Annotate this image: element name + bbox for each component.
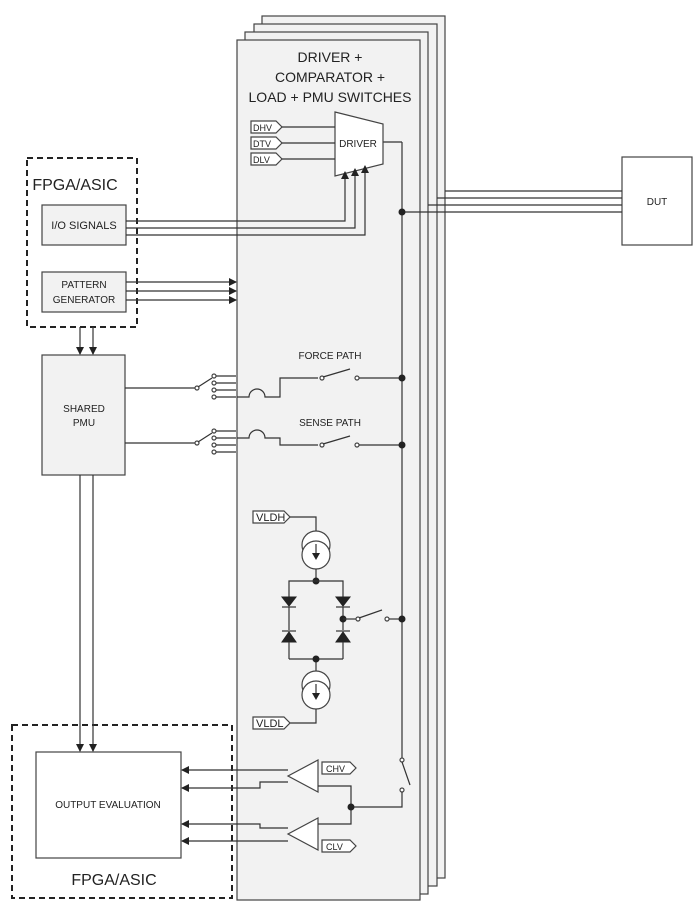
force-path-label: FORCE PATH — [299, 351, 362, 362]
dtv-tag — [250, 136, 283, 150]
shared-pmu-box — [41, 354, 126, 476]
clv-tag — [321, 839, 357, 853]
comparator-switch — [351, 757, 411, 808]
vldl-label: VLDL — [256, 718, 284, 730]
channel-card-1 — [236, 39, 421, 901]
pmu-force-switch — [125, 373, 236, 400]
diode-bridge — [280, 580, 352, 660]
io-signals-box — [41, 204, 127, 246]
dut-label: DUT — [647, 197, 668, 208]
shared-pmu-label-1: SHARED — [63, 404, 105, 415]
comparator-junction — [347, 803, 355, 811]
driver-block-title-1: DRIVER + — [298, 49, 363, 65]
force-path-wire — [237, 368, 406, 398]
driver-label: DRIVER — [339, 139, 377, 150]
dhv-tag — [250, 120, 283, 134]
dlv-label: DLV — [253, 155, 270, 165]
output-evaluation-label: OUTPUT EVALUATION — [55, 800, 161, 811]
vldl-tag — [252, 716, 291, 730]
vldh-label: VLDH — [256, 512, 285, 524]
io-signal-lines — [126, 165, 369, 236]
load-switch — [343, 609, 406, 623]
fpga-asic-top-label: FPGA/ASIC — [32, 177, 117, 194]
vldl-current-source — [301, 670, 331, 710]
dtv-label: DTV — [253, 139, 271, 149]
comparator-high: CHV — [286, 759, 357, 807]
driver-block-title-3: LOAD + PMU SWITCHES — [249, 89, 412, 105]
clv-label: CLV — [326, 842, 343, 852]
pattern-generator-box — [41, 271, 127, 313]
dut-box — [621, 156, 693, 246]
sense-path-label: SENSE PATH — [299, 418, 361, 429]
fpga-asic-bottom-label: FPGA/ASIC — [71, 872, 156, 889]
vldh-current-source — [301, 530, 331, 570]
pattern-generator-lines — [126, 278, 237, 304]
vldh-tag — [252, 510, 291, 524]
dut-bus-lines — [402, 190, 622, 213]
comparator-low: CLV — [286, 807, 357, 853]
dhv-label: DHV — [253, 123, 272, 133]
driver-block-title-2: COMPARATOR + — [275, 69, 385, 85]
pattern-generator-label-2: GENERATOR — [53, 295, 115, 306]
comparator-output-lines — [181, 766, 288, 845]
shared-pmu-label-2: PMU — [73, 418, 95, 429]
output-evaluation-box — [35, 751, 182, 859]
pmu-sense-switch — [125, 428, 236, 455]
chv-tag — [321, 761, 357, 775]
dlv-tag — [250, 152, 283, 166]
sense-path-wire — [237, 429, 406, 449]
bus-junction-top — [398, 208, 406, 216]
chv-label: CHV — [326, 764, 345, 774]
driver-symbol — [334, 111, 384, 177]
pattern-generator-label-1: PATTERN — [61, 280, 106, 291]
io-signals-label: I/O SIGNALS — [51, 220, 116, 232]
